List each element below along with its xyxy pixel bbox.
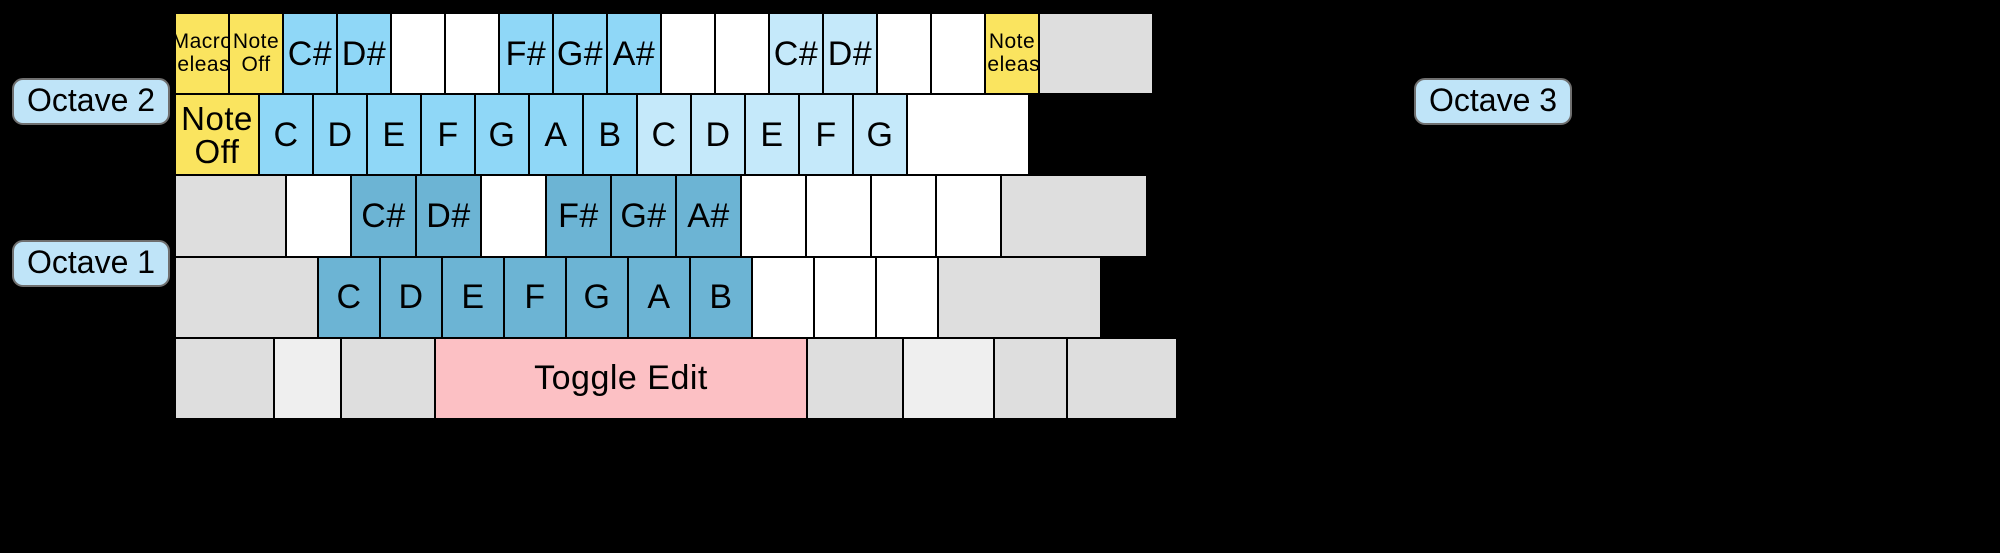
- key-dsharp-2-3[interactable]: D#: [415, 174, 482, 258]
- key-gsharp-2-6[interactable]: G#: [610, 174, 677, 258]
- key-blank-0-13: [876, 12, 932, 96]
- octave-2-label: Octave 2: [12, 78, 171, 125]
- keyboard-row-number-row: MacroReleaseNoteOffC#D#F#G#A#C#D#NoteRel…: [174, 12, 1392, 96]
- key-b-3-7[interactable]: B: [689, 255, 753, 339]
- octave-3-label: Octave 3: [1414, 78, 1573, 125]
- key-a-3-6[interactable]: A: [627, 255, 691, 339]
- key-blank-2-12: [1000, 174, 1148, 258]
- key-f-3-4[interactable]: F: [503, 255, 567, 339]
- key-blank-3-8: [751, 255, 815, 339]
- key-blank-4-0: [174, 336, 275, 421]
- key-g-3-5[interactable]: G: [565, 255, 629, 339]
- key-b-1-7[interactable]: B: [582, 93, 638, 177]
- key-blank-4-5: [902, 336, 995, 421]
- key-blank-3-11: [937, 255, 1102, 339]
- key-e-1-10[interactable]: E: [744, 93, 800, 177]
- key-csharp-0-11[interactable]: C#: [768, 12, 824, 96]
- key-a-1-6[interactable]: A: [528, 93, 584, 177]
- key-blank-3-10: [875, 255, 939, 339]
- key-gsharp-0-7[interactable]: G#: [552, 12, 608, 96]
- key-asharp-0-8[interactable]: A#: [606, 12, 662, 96]
- key-d-3-2[interactable]: D: [379, 255, 443, 339]
- key-blank-4-2: [340, 336, 436, 421]
- key-csharp-0-2[interactable]: C#: [282, 12, 338, 96]
- key-d-1-2[interactable]: D: [312, 93, 368, 177]
- keyboard: MacroReleaseNoteOffC#D#F#G#A#C#D#NoteRel…: [174, 12, 1392, 421]
- key-c-1-1[interactable]: C: [258, 93, 314, 177]
- key-c-3-1[interactable]: C: [317, 255, 381, 339]
- key-dsharp-0-12[interactable]: D#: [822, 12, 878, 96]
- key-dsharp-0-3[interactable]: D#: [336, 12, 392, 96]
- key-asharp-2-7[interactable]: A#: [675, 174, 742, 258]
- key-blank-0-5: [444, 12, 500, 96]
- key-blank-0-10: [714, 12, 770, 96]
- key-e-1-3[interactable]: E: [366, 93, 422, 177]
- key-csharp-2-2[interactable]: C#: [350, 174, 417, 258]
- key-f-1-11[interactable]: F: [798, 93, 854, 177]
- key-macro-release-0-0[interactable]: MacroRelease: [174, 12, 230, 96]
- key-fsharp-0-6[interactable]: F#: [498, 12, 554, 96]
- key-blank-3-9: [813, 255, 877, 339]
- key-blank-2-11: [935, 174, 1002, 258]
- key-blank-0-4: [390, 12, 446, 96]
- key-f-1-4[interactable]: F: [420, 93, 476, 177]
- keyboard-row-space-row: Toggle Edit: [174, 336, 1392, 421]
- key-e-3-3[interactable]: E: [441, 255, 505, 339]
- key-g-1-5[interactable]: G: [474, 93, 530, 177]
- key-blank-4-1: [273, 336, 342, 421]
- key-blank-0-14: [930, 12, 986, 96]
- key-d-1-9[interactable]: D: [690, 93, 746, 177]
- key-blank-0-16: [1038, 12, 1154, 96]
- keyboard-row-asdf-row: C#D# F#G#A#: [174, 174, 1392, 258]
- key-blank-3-0: [174, 255, 319, 339]
- key-blank-2-8: [740, 174, 807, 258]
- key-g-1-12[interactable]: G: [852, 93, 908, 177]
- key-blank-2-9: [805, 174, 872, 258]
- key-c-1-8[interactable]: C: [636, 93, 692, 177]
- key-blank-4-4: [806, 336, 904, 421]
- key-blank-2-1: [285, 174, 352, 258]
- key-blank-0-9: [660, 12, 716, 96]
- key-fsharp-2-5[interactable]: F#: [545, 174, 612, 258]
- key-toggle-edit-4-3[interactable]: Toggle Edit: [434, 336, 808, 421]
- key-blank-1-13: [906, 93, 1030, 177]
- key-blank-2-0: [174, 174, 287, 258]
- key-note-release-0-15[interactable]: NoteRelease: [984, 12, 1040, 96]
- key-blank-4-7: [1066, 336, 1178, 421]
- key-blank-2-10: [870, 174, 937, 258]
- key-blank-4-6: [993, 336, 1068, 421]
- key-blank-2-4: [480, 174, 547, 258]
- octave-1-label: Octave 1: [12, 240, 171, 287]
